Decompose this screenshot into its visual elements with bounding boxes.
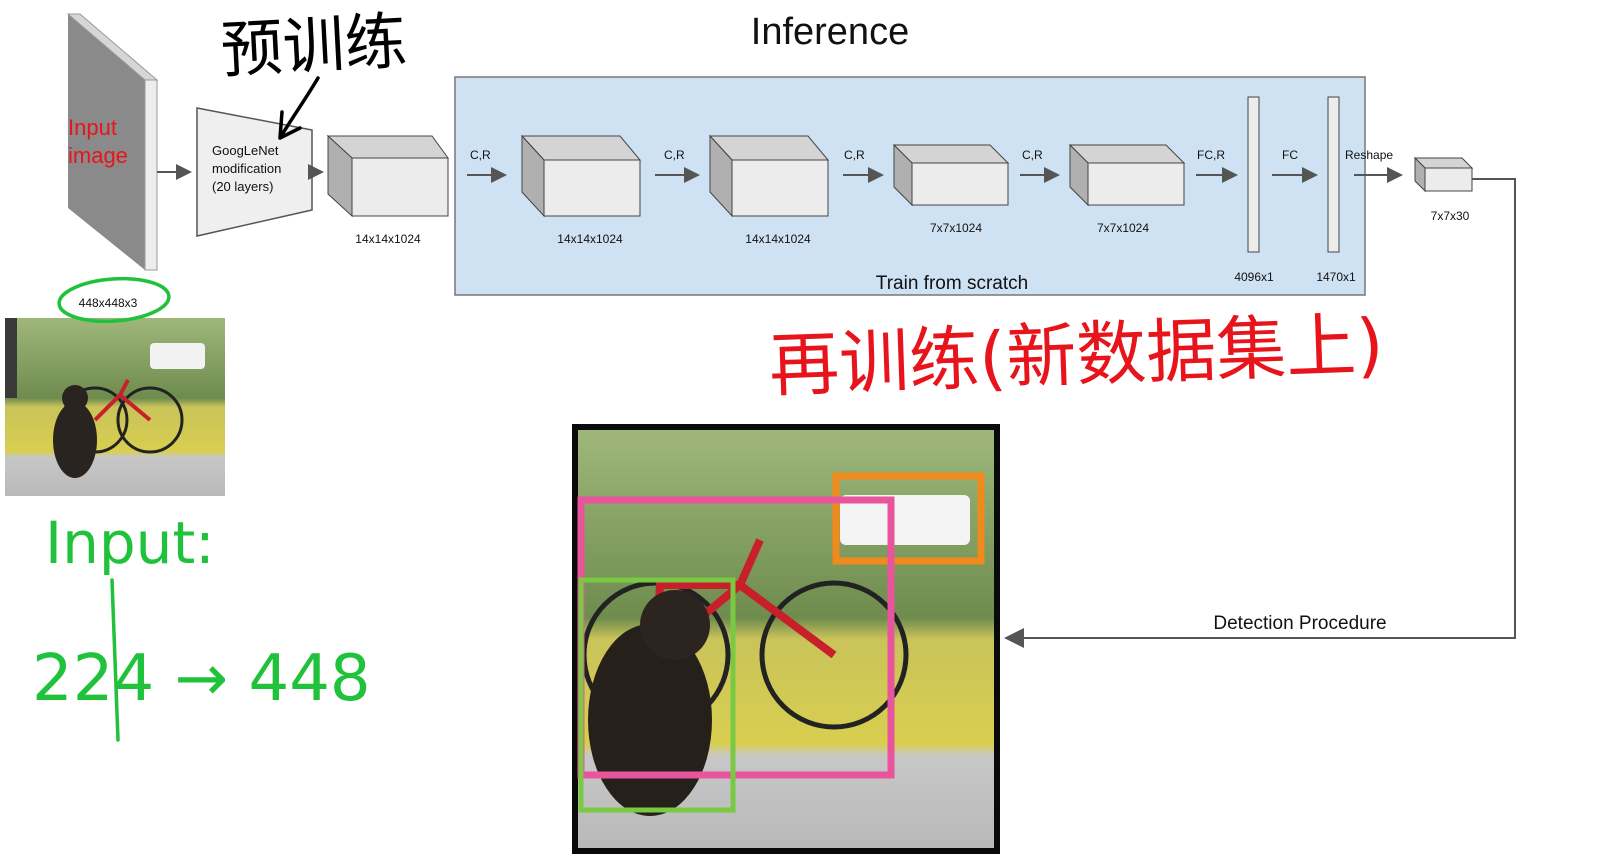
detection-label: Detection Procedure xyxy=(1213,613,1386,634)
backbone-line1: GoogLeNet xyxy=(212,143,279,158)
feature-block-4: 7x7x1024 xyxy=(1068,143,1186,235)
size-note: 224 → 448 xyxy=(32,642,371,716)
stage-4-op: C,R xyxy=(1022,148,1043,162)
input-photo-thumbnail xyxy=(5,318,225,496)
stage-2-op: C,R xyxy=(664,148,685,162)
stage-5-dims: 4096x1 xyxy=(1234,270,1274,284)
stage-2-dims: 14x14x1024 xyxy=(745,232,811,246)
stage-3-dims: 7x7x1024 xyxy=(930,221,982,235)
input-note: Input: xyxy=(45,509,215,577)
input-label-line1: Input xyxy=(68,115,117,140)
stage-5-op: FC,R xyxy=(1197,148,1225,162)
fc-layer-2: 1470x1 xyxy=(1316,96,1356,284)
stage-7-dims: 7x7x30 xyxy=(1431,209,1470,223)
stage-4-dims: 7x7x1024 xyxy=(1097,221,1149,235)
input-dims-circle xyxy=(57,276,171,324)
stage-3-op: C,R xyxy=(844,148,865,162)
feature-block-3: 7x7x1024 xyxy=(892,143,1010,235)
input-label-line2: image xyxy=(68,143,128,168)
input-image-slab: Input image xyxy=(66,13,159,271)
stage-1-op: C,R xyxy=(470,148,491,162)
bbox-dog xyxy=(578,577,736,813)
detection-result-photo xyxy=(572,424,1000,854)
stage-7-op: Reshape xyxy=(1345,148,1393,162)
input-note-stroke xyxy=(110,578,120,742)
googlenet-backbone: GoogLeNet modification (20 layers) xyxy=(196,107,313,237)
feature-block-1: 14x14x1024 xyxy=(520,134,642,246)
stage-0-dims: 14x14x1024 xyxy=(355,232,421,246)
pretrain-arrow xyxy=(278,76,320,140)
feature-block-2: 14x14x1024 xyxy=(708,134,830,246)
stage-6-op: FC xyxy=(1282,148,1298,162)
stage-6-dims: 1470x1 xyxy=(1316,270,1356,284)
detection-procedure-connector xyxy=(1004,178,1516,648)
output-tensor-block: 7x7x30 xyxy=(1413,156,1474,223)
stage-1-dims: 14x14x1024 xyxy=(557,232,623,246)
backbone-line2: modification xyxy=(212,161,281,176)
fc-layer-1: 4096x1 xyxy=(1234,96,1274,284)
bbox-car xyxy=(832,472,985,565)
train-label: Train from scratch xyxy=(876,273,1028,294)
pretrain-note: 预训练 xyxy=(219,4,409,87)
backbone-line3: (20 layers) xyxy=(212,179,273,194)
diagram-title: Inference xyxy=(751,11,909,53)
feature-block-0: 14x14x1024 xyxy=(326,134,449,246)
retrain-note: 再训练(新数据集上) xyxy=(768,304,1385,407)
input-dims: 448x448x3 xyxy=(79,296,138,310)
